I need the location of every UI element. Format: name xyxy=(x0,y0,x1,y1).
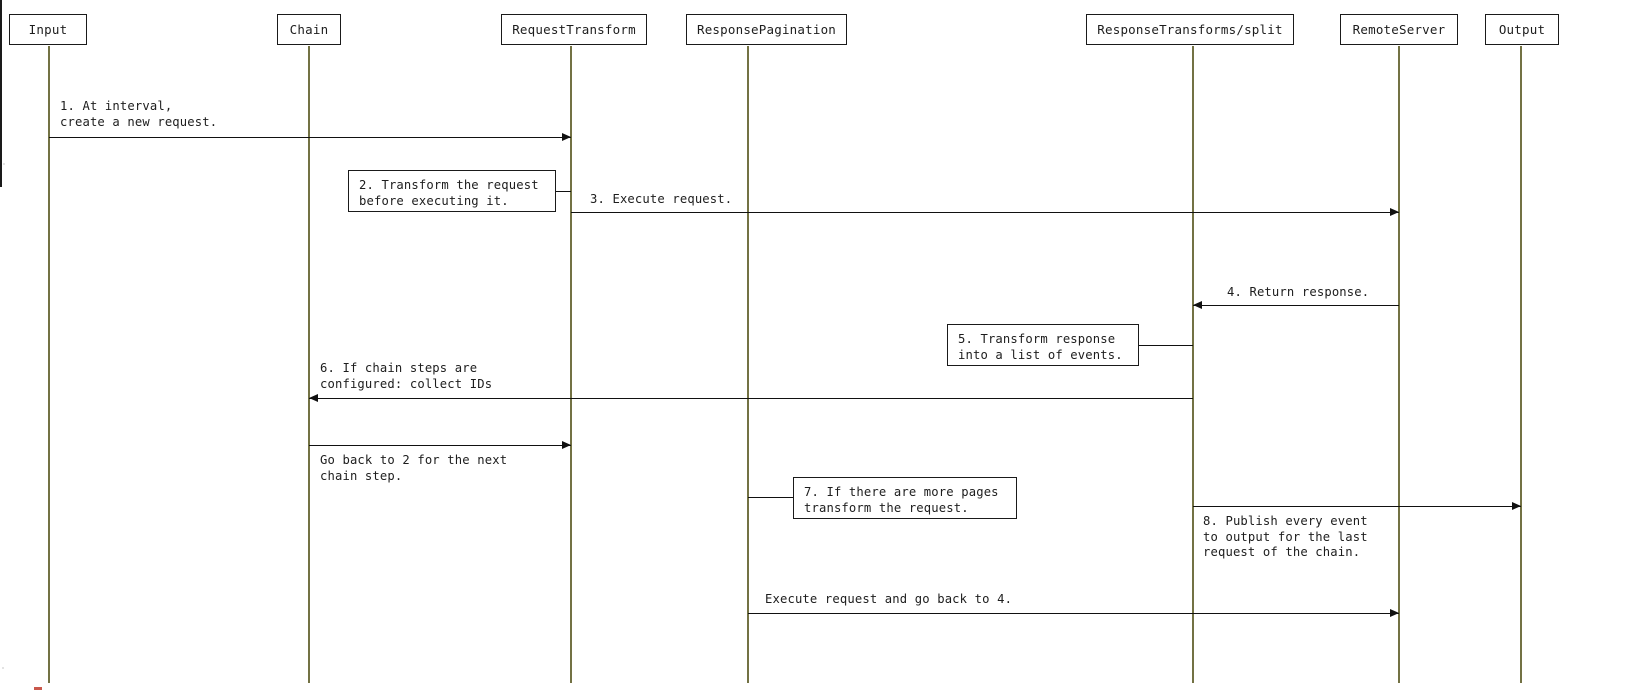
message-arrow-m3 xyxy=(571,212,1399,213)
participant-box-output[interactable]: Output xyxy=(1485,14,1559,45)
arrow-head-m6 xyxy=(309,394,318,402)
lifeline-reqxform xyxy=(570,46,572,683)
faint-mark-left-upper xyxy=(3,163,5,165)
arrow-head-m4 xyxy=(1193,301,1202,309)
participant-box-reqxform[interactable]: RequestTransform xyxy=(501,14,647,45)
red-marker-bottom-left xyxy=(34,687,42,690)
message-arrow-m6 xyxy=(309,398,1193,399)
lifeline-respxform xyxy=(1192,46,1194,683)
faint-mark-left-lower xyxy=(2,667,4,669)
arrow-head-m_goback4 xyxy=(1390,609,1399,617)
message-label-m1: 1. At interval, create a new request. xyxy=(60,99,218,129)
window-edge-artifact-top xyxy=(0,0,2,187)
note-connector-n7 xyxy=(748,497,793,498)
participant-box-respxform[interactable]: ResponseTransforms/split xyxy=(1086,14,1294,45)
message-label-m3: 3. Execute request. xyxy=(590,192,733,206)
message-label-m6: 6. If chain steps are configured: collec… xyxy=(320,361,493,391)
arrow-head-m1 xyxy=(562,133,571,141)
note-connector-n5 xyxy=(1139,345,1193,346)
message-arrow-m1 xyxy=(49,137,571,138)
participant-box-input[interactable]: Input xyxy=(9,14,87,45)
note-connector-n2 xyxy=(556,191,571,192)
participant-box-remote[interactable]: RemoteServer xyxy=(1340,14,1458,45)
lifeline-output xyxy=(1520,46,1522,683)
arrow-head-m_goback2 xyxy=(562,441,571,449)
arrow-head-m3 xyxy=(1390,208,1399,216)
message-label-m4: 4. Return response. xyxy=(1227,285,1370,299)
arrow-head-m8 xyxy=(1512,502,1521,510)
message-arrow-m_goback2 xyxy=(309,445,571,446)
note-box-n5[interactable]: 5. Transform response into a list of eve… xyxy=(947,324,1139,366)
note-box-n2[interactable]: 2. Transform the request before executin… xyxy=(348,170,556,212)
message-arrow-m4 xyxy=(1193,305,1399,306)
lifeline-remote xyxy=(1398,46,1400,683)
lifeline-chain xyxy=(308,46,310,683)
message-arrow-m8 xyxy=(1193,506,1521,507)
message-label-m_goback2: Go back to 2 for the next chain step. xyxy=(320,453,508,483)
lifeline-input xyxy=(48,46,50,683)
message-arrow-m_goback4 xyxy=(748,613,1399,614)
message-label-m_goback4: Execute request and go back to 4. xyxy=(765,592,1013,606)
lifeline-resppage xyxy=(747,46,749,683)
note-box-n7[interactable]: 7. If there are more pages transform the… xyxy=(793,477,1017,519)
participant-box-chain[interactable]: Chain xyxy=(277,14,341,45)
message-label-m8: 8. Publish every event to output for the… xyxy=(1203,514,1368,559)
participant-box-resppage[interactable]: ResponsePagination xyxy=(686,14,847,45)
